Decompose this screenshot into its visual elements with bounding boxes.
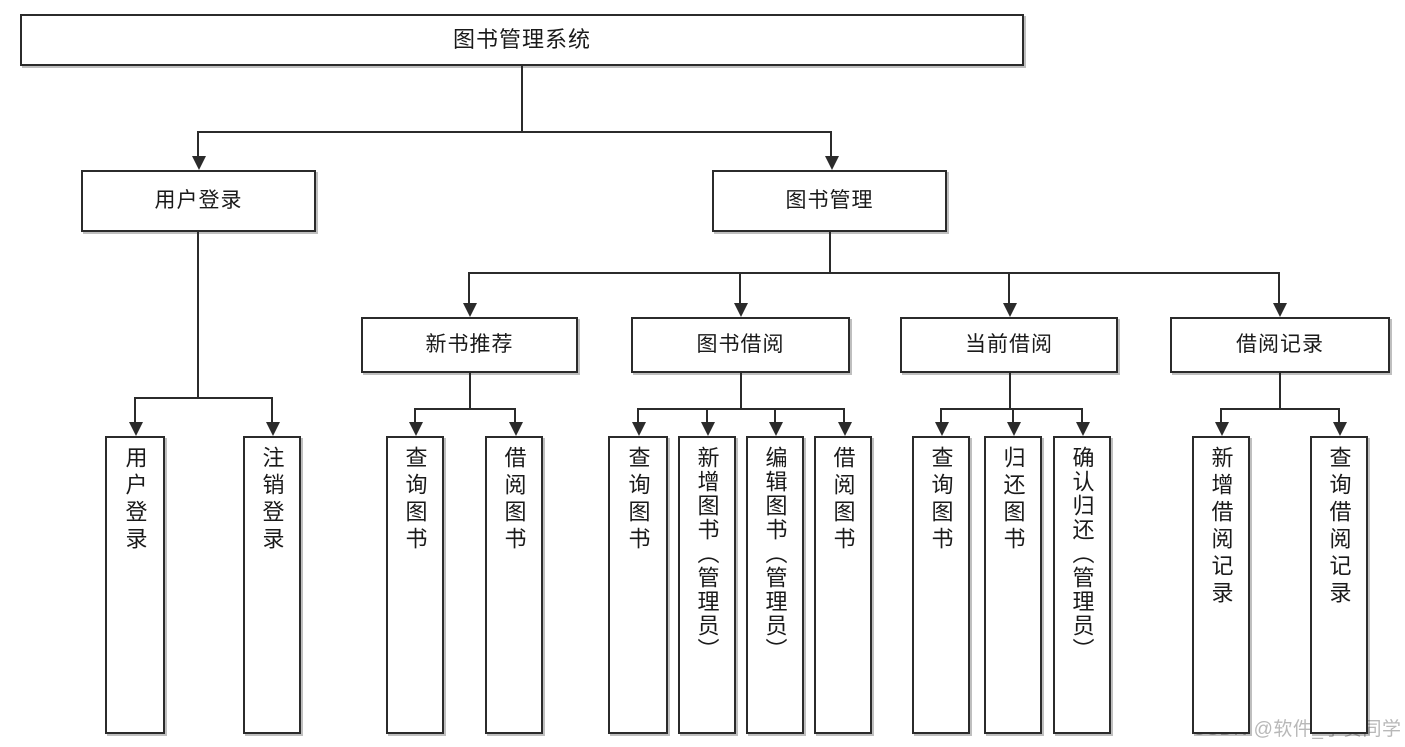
connector-book-borrow-branch-1	[706, 408, 708, 423]
connector-root-branch-1	[830, 131, 832, 157]
node-current-borrow[interactable]: 当前借阅	[900, 317, 1118, 373]
node-root-system-label: 图书管理系统	[452, 27, 591, 53]
node-leaf-edit-book-label: 编辑图书（管理员）	[762, 446, 788, 662]
arrow-head-icon	[825, 156, 839, 170]
node-leaf-add-book[interactable]: 新增图书（管理员）	[678, 436, 736, 734]
connector-new-book-recommend-branch-0	[414, 408, 416, 423]
connector-new-book-recommend-bus	[414, 408, 514, 410]
connector-user-login-branch-0	[134, 397, 136, 423]
node-current-borrow-label: 当前借阅	[965, 332, 1053, 356]
node-borrow-record[interactable]: 借阅记录	[1170, 317, 1390, 373]
node-leaf-user-login[interactable]: 用户登录	[105, 436, 165, 734]
arrow-head-icon	[935, 422, 949, 436]
connector-borrow-record-bus	[1220, 408, 1338, 410]
connector-current-borrow-branch-1	[1012, 408, 1014, 423]
arrow-head-icon	[509, 422, 523, 436]
node-leaf-borrow-book-2[interactable]: 借阅图书	[814, 436, 872, 734]
node-user-login[interactable]: 用户登录	[81, 170, 316, 232]
node-book-manage[interactable]: 图书管理	[712, 170, 947, 232]
node-leaf-query-book-1-label: 查询图书	[402, 446, 428, 554]
node-leaf-query-book-2-label: 查询图书	[625, 446, 651, 554]
arrow-head-icon	[1003, 303, 1017, 317]
node-book-borrow-label: 图书借阅	[696, 332, 785, 356]
node-leaf-query-book-3-label: 查询图书	[928, 446, 954, 554]
node-borrow-record-label: 借阅记录	[1236, 332, 1324, 356]
node-leaf-query-record-label: 查询借阅记录	[1326, 446, 1352, 608]
connector-book-borrow-branch-3	[843, 408, 845, 423]
arrow-head-icon	[734, 303, 748, 317]
connector-book-borrow-branch-2	[774, 408, 776, 423]
arrow-head-icon	[129, 422, 143, 436]
node-leaf-borrow-book-1[interactable]: 借阅图书	[485, 436, 543, 734]
arrow-head-icon	[1007, 422, 1021, 436]
connector-user-login-stem	[197, 232, 199, 397]
connector-book-borrow-bus	[637, 408, 843, 410]
arrow-head-icon	[1076, 422, 1090, 436]
node-leaf-add-record-label: 新增借阅记录	[1208, 446, 1234, 608]
connector-book-manage-branch-3	[1278, 272, 1280, 304]
connector-user-login-bus	[134, 397, 271, 399]
node-new-book-recommend-label: 新书推荐	[425, 332, 514, 356]
arrow-head-icon	[1273, 303, 1287, 317]
node-leaf-query-record[interactable]: 查询借阅记录	[1310, 436, 1368, 734]
connector-borrow-record-branch-1	[1338, 408, 1340, 423]
node-leaf-logout-label: 注销登录	[259, 446, 285, 554]
node-leaf-logout[interactable]: 注销登录	[243, 436, 301, 734]
node-leaf-confirm-return[interactable]: 确认归还（管理员）	[1053, 436, 1111, 734]
node-user-login-label: 用户登录	[154, 188, 243, 212]
connector-book-borrow-stem	[740, 373, 742, 408]
arrow-head-icon	[1215, 422, 1229, 436]
connector-book-manage-branch-2	[1008, 272, 1010, 304]
arrow-head-icon	[838, 422, 852, 436]
connector-book-borrow-branch-0	[637, 408, 639, 423]
connector-root-bus	[197, 131, 831, 133]
node-leaf-user-login-label: 用户登录	[122, 446, 148, 554]
node-book-borrow[interactable]: 图书借阅	[631, 317, 850, 373]
connector-current-borrow-bus	[940, 408, 1081, 410]
arrow-head-icon	[1333, 422, 1347, 436]
connector-root-branch-0	[197, 131, 199, 157]
node-leaf-borrow-book-2-label: 借阅图书	[830, 446, 856, 554]
node-leaf-return-book[interactable]: 归还图书	[984, 436, 1042, 734]
node-leaf-confirm-return-label: 确认归还（管理员）	[1069, 446, 1095, 662]
connector-book-manage-bus	[468, 272, 1279, 274]
connector-user-login-branch-1	[271, 397, 273, 423]
connector-current-borrow-branch-0	[940, 408, 942, 423]
connector-current-borrow-branch-2	[1081, 408, 1083, 423]
node-book-manage-label: 图书管理	[785, 188, 874, 212]
connector-book-manage-stem	[829, 232, 831, 272]
arrow-head-icon	[463, 303, 477, 317]
node-leaf-return-book-label: 归还图书	[1000, 446, 1026, 554]
connector-new-book-recommend-stem	[469, 373, 471, 408]
arrow-head-icon	[266, 422, 280, 436]
node-leaf-query-book-3[interactable]: 查询图书	[912, 436, 970, 734]
arrow-head-icon	[192, 156, 206, 170]
connector-book-manage-branch-1	[739, 272, 741, 304]
connector-current-borrow-stem	[1009, 373, 1011, 408]
arrow-head-icon	[769, 422, 783, 436]
node-leaf-query-book-1[interactable]: 查询图书	[386, 436, 444, 734]
connector-borrow-record-stem	[1279, 373, 1281, 408]
node-leaf-borrow-book-1-label: 借阅图书	[501, 446, 527, 554]
connector-book-manage-branch-0	[468, 272, 470, 304]
node-leaf-add-record[interactable]: 新增借阅记录	[1192, 436, 1250, 734]
arrow-head-icon	[632, 422, 646, 436]
connector-root-stem	[521, 66, 523, 131]
node-leaf-add-book-label: 新增图书（管理员）	[694, 446, 720, 662]
arrow-head-icon	[409, 422, 423, 436]
arrow-head-icon	[701, 422, 715, 436]
connector-borrow-record-branch-0	[1220, 408, 1222, 423]
connector-new-book-recommend-branch-1	[514, 408, 516, 423]
node-leaf-query-book-2[interactable]: 查询图书	[608, 436, 668, 734]
node-leaf-edit-book[interactable]: 编辑图书（管理员）	[746, 436, 804, 734]
node-new-book-recommend[interactable]: 新书推荐	[361, 317, 578, 373]
node-root-system[interactable]: 图书管理系统	[20, 14, 1024, 66]
